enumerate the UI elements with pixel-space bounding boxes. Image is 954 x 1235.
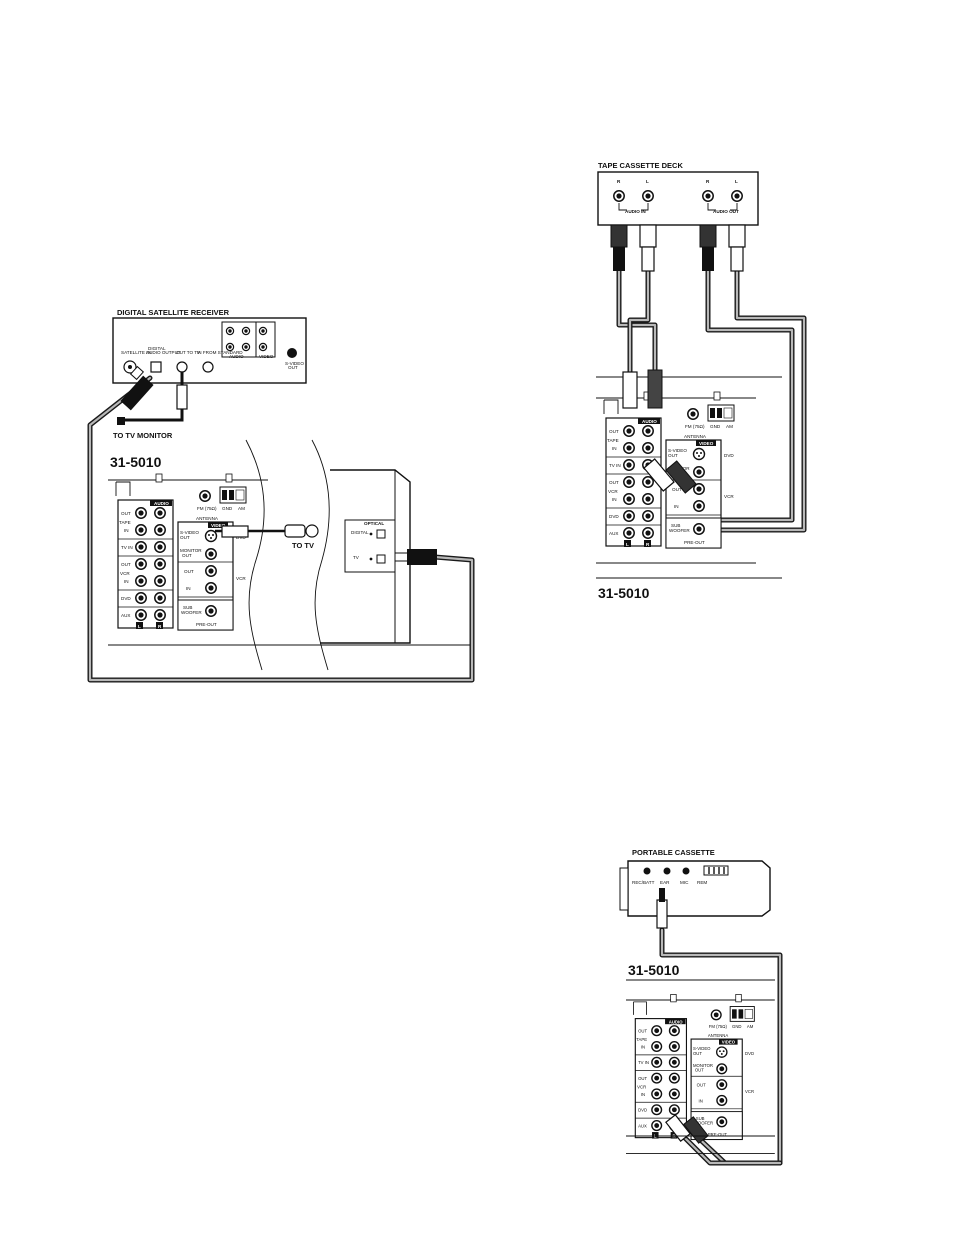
diagram-satellite: DIGITAL SATELLITE RECEIVER AUDIO VIDEO S… — [87, 308, 475, 683]
optical-label: OPTICAL — [364, 521, 384, 526]
svg-text:OUT TO TV: OUT TO TV — [176, 350, 201, 355]
diagram-portable: PORTABLE CASSETTE REC/BATT EAR MIC REM 3… — [619, 848, 783, 1166]
to-tv-monitor-label: TO TV MONITOR — [113, 431, 173, 440]
svg-text:TV: TV — [353, 555, 360, 560]
svg-text:MIC: MIC — [680, 880, 689, 885]
model-label-1: 31-5010 — [110, 454, 162, 470]
svg-text:SATELLITE IN: SATELLITE IN — [121, 350, 151, 355]
svg-text:S-VIDEO: S-VIDEO — [285, 361, 304, 366]
model-label-2: 31-5010 — [598, 585, 650, 601]
svg-text:AUDIO: AUDIO — [229, 354, 244, 359]
tape-deck-title: TAPE CASSETTE DECK — [598, 161, 683, 170]
audio-out-label: AUDIO OUT — [713, 209, 739, 214]
svg-text:IN FROM STANDARD: IN FROM STANDARD — [197, 350, 243, 355]
svg-text:REM: REM — [697, 880, 707, 885]
receiver-panel-1 — [108, 474, 268, 645]
svg-text:VIDEO: VIDEO — [259, 354, 274, 359]
tape-l-in: L — [646, 179, 649, 184]
optical-plug-satellite — [120, 365, 154, 411]
diagram-tape-deck: TAPE CASSETTE DECK R L R L AUDIO IN AUDI… — [596, 161, 807, 601]
svg-text:OUT: OUT — [288, 365, 298, 370]
svg-text:DIGITAL: DIGITAL — [351, 530, 369, 535]
tape-deck-plugs — [610, 224, 746, 272]
svg-text:AUDIO OUTPUT: AUDIO OUTPUT — [146, 350, 181, 355]
to-tv-label: TO TV — [292, 541, 314, 550]
tape-deck-box — [597, 171, 759, 226]
audio-in-label: AUDIO IN — [625, 209, 646, 214]
tape-l-out: L — [735, 179, 738, 184]
tape-r-out: R — [706, 179, 710, 184]
model-label-3: 31-5010 — [628, 962, 680, 978]
portable-cassette-title: PORTABLE CASSETTE — [632, 848, 715, 857]
svg-text:DIGITAL: DIGITAL — [148, 346, 166, 351]
svg-text:REC/BATT: REC/BATT — [632, 880, 655, 885]
satellite-receiver-title: DIGITAL SATELLITE RECEIVER — [117, 308, 230, 317]
svg-text:EAR: EAR — [660, 880, 670, 885]
tape-r-in: R — [617, 179, 621, 184]
